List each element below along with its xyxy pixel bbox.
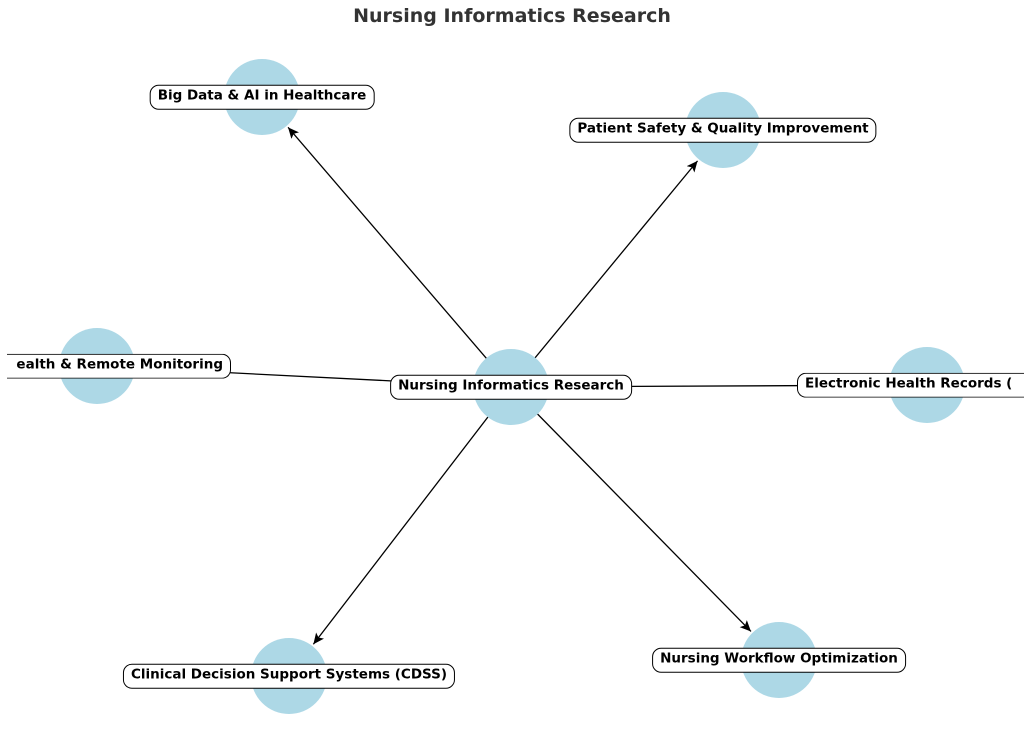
edge-center-to-patient-safety	[510, 160, 699, 388]
node-label-remote-monitoring: ealth & Remote Monitoring	[7, 353, 231, 379]
node-label-center: Nursing Informatics Research	[390, 374, 632, 400]
edge-center-to-nursing-workflow	[510, 386, 752, 632]
node-label-electronic-health-records: Electronic Health Records (	[797, 372, 1024, 398]
node-label-patient-safety: Patient Safety & Quality Improvement	[569, 117, 877, 143]
node-label-big-data-ai: Big Data & AI in Healthcare	[149, 84, 375, 110]
node-label-nursing-workflow: Nursing Workflow Optimization	[652, 647, 906, 673]
edge-center-to-big-data-ai	[287, 126, 512, 388]
edge-center-to-cdss	[312, 386, 512, 645]
page-title: Nursing Informatics Research	[353, 5, 671, 27]
node-label-cdss: Clinical Decision Support Systems (CDSS)	[122, 663, 456, 689]
